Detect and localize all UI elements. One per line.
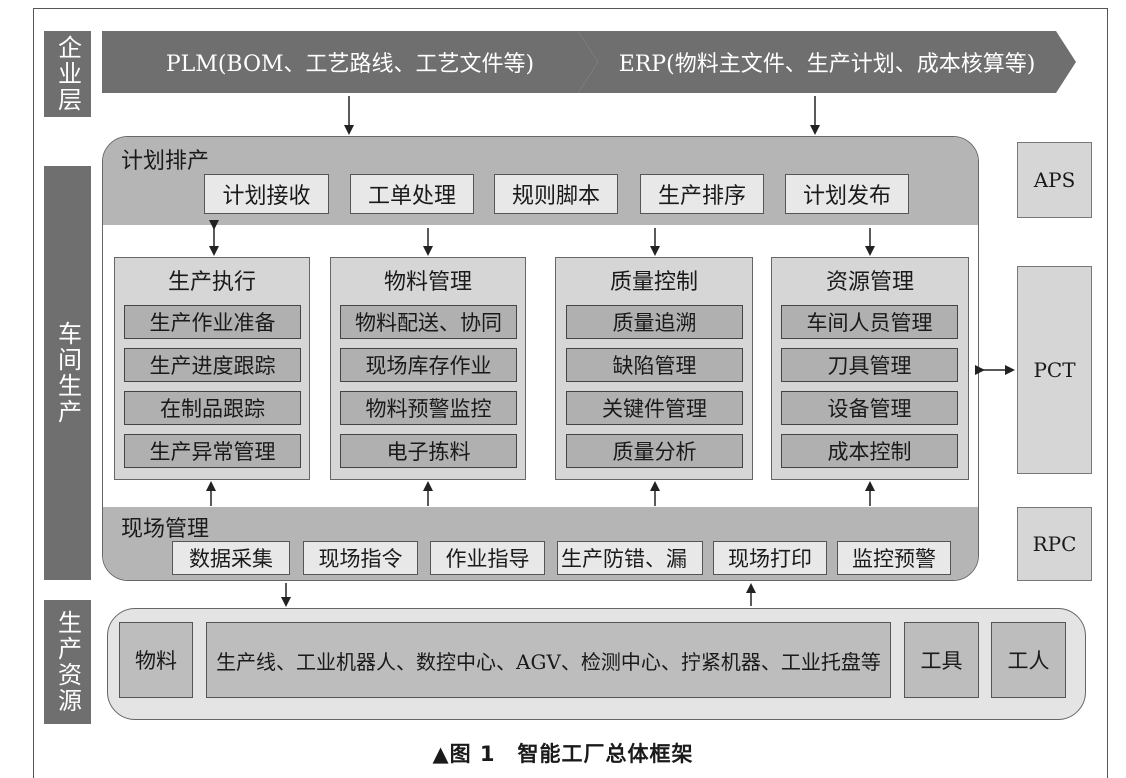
site-item-work-guide: 作业指导	[430, 541, 545, 575]
resource-equipment: 生产线、工业机器人、数控中心、AGV、检测中心、拧紧机器、工业托盘等	[206, 622, 891, 698]
site-item-site-command: 现场指令	[303, 541, 418, 575]
module-item: 缺陷管理	[566, 348, 743, 382]
module-item: 质量分析	[566, 434, 743, 468]
module-item: 在制品跟踪	[124, 391, 301, 425]
site-item-error-proofing: 生产防错、漏	[557, 541, 703, 575]
plm-banner: PLM(BOM、工艺路线、工艺文件等)	[102, 31, 598, 93]
resource-tools: 工具	[904, 622, 979, 698]
planning-item-publish: 计划发布	[785, 174, 909, 214]
site-title: 现场管理	[121, 517, 210, 542]
resource-workers: 工人	[991, 622, 1066, 698]
plm-banner-label: PLM(BOM、工艺路线、工艺文件等)	[165, 52, 535, 77]
module-title: 质量控制	[609, 270, 698, 295]
planning-title: 计划排产	[121, 149, 210, 174]
module-item: 设备管理	[781, 391, 958, 425]
erp-banner: ERP(物料主文件、生产计划、成本核算等)	[578, 31, 1076, 93]
planning-item-rules: 规则脚本	[494, 174, 618, 214]
layer-resources: 生产资源	[44, 600, 91, 724]
rpc-box: RPC	[1017, 507, 1092, 581]
module-item: 生产进度跟踪	[124, 348, 301, 382]
figure-frame	[33, 8, 1108, 778]
site-item-data-collection: 数据采集	[172, 541, 290, 575]
module-item: 物料配送、协同	[340, 305, 517, 339]
module-item: 现场库存作业	[340, 348, 517, 382]
module-title: 生产执行	[167, 270, 256, 295]
module-item: 生产作业准备	[124, 305, 301, 339]
layer-workshop: 车间生产	[44, 166, 91, 580]
module-title: 资源管理	[825, 270, 914, 295]
resource-material: 物料	[119, 622, 193, 698]
module-item: 车间人员管理	[781, 305, 958, 339]
site-item-monitor-alert: 监控预警	[837, 541, 951, 575]
module-item: 刀具管理	[781, 348, 958, 382]
module-item: 关键件管理	[566, 391, 743, 425]
module-item: 质量追溯	[566, 305, 743, 339]
layer-enterprise: 企业层	[44, 31, 91, 117]
module-item: 电子拣料	[340, 434, 517, 468]
erp-banner-label: ERP(物料主文件、生产计划、成本核算等)	[618, 52, 1036, 77]
site-item-site-print: 现场打印	[713, 541, 827, 575]
module-item: 生产异常管理	[124, 434, 301, 468]
module-item: 成本控制	[781, 434, 958, 468]
module-title: 物料管理	[383, 270, 472, 295]
aps-box: APS	[1017, 142, 1092, 218]
planning-item-workorder: 工单处理	[350, 174, 474, 214]
module-item: 物料预警监控	[340, 391, 517, 425]
planning-item-sequence: 生产排序	[640, 174, 764, 214]
pct-box: PCT	[1017, 266, 1092, 474]
figure-caption: ▲图 1 智能工厂总体框架	[432, 742, 694, 766]
planning-item-receive: 计划接收	[204, 174, 329, 214]
